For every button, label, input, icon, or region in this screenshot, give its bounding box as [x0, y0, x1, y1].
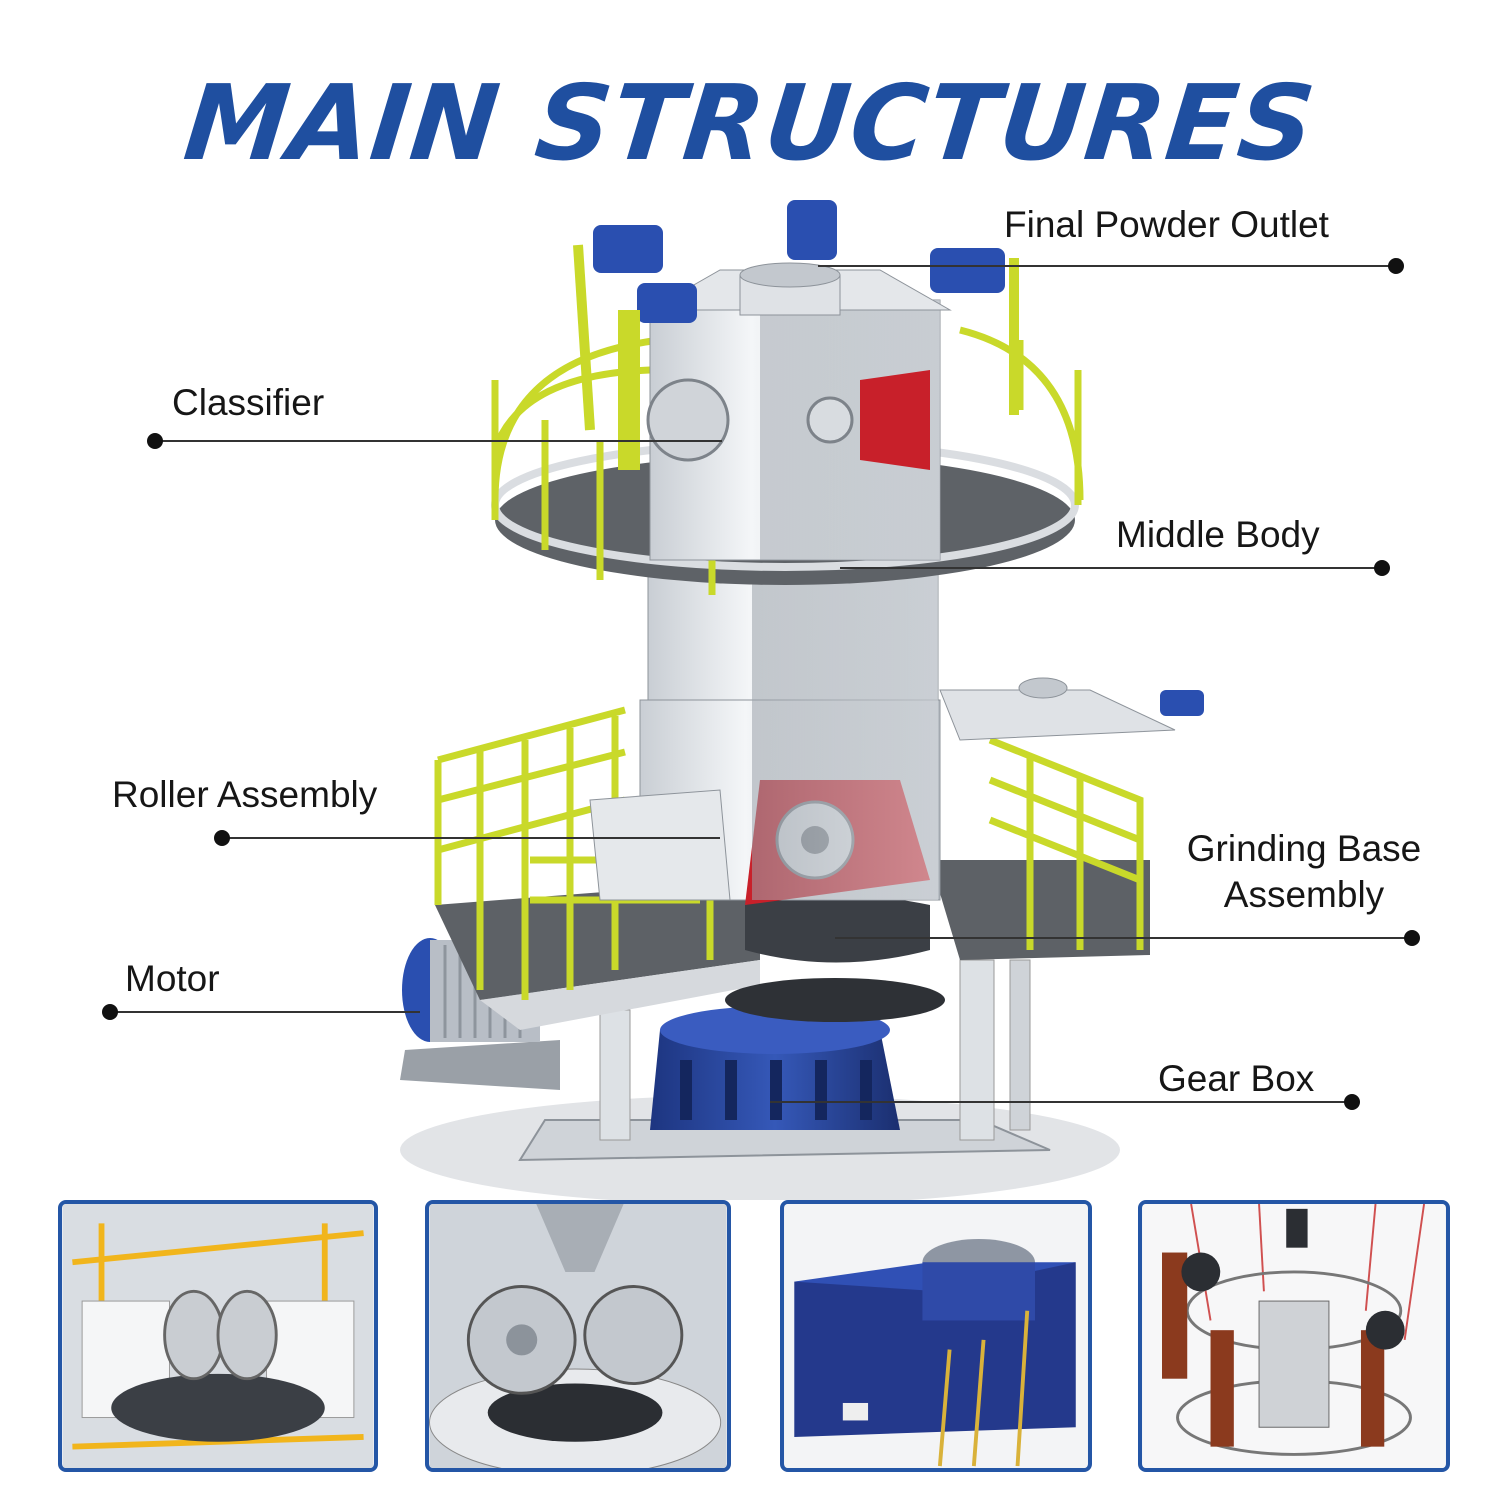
classifier-cage-icon: [1142, 1204, 1446, 1468]
gearbox-photo: [780, 1200, 1092, 1472]
label-final-powder-outlet: Final Powder Outlet: [1004, 204, 1329, 245]
classifier-motor-icon: [593, 200, 1005, 323]
callout-dot: [1404, 930, 1420, 946]
grinding-base-shape: [725, 895, 945, 1022]
label-classifier: Classifier: [172, 382, 325, 423]
motor-shape: [400, 938, 560, 1090]
label-roller-assembly: Roller Assembly: [112, 774, 378, 815]
roller-arm: [589, 789, 731, 901]
label-grinding-base-assembly: Grinding Base Assembly: [1168, 826, 1440, 919]
roller-platform-icon: [62, 1204, 374, 1468]
label-motor: Motor: [125, 958, 220, 999]
support-column: [1009, 959, 1031, 1131]
lower-platform: [434, 706, 1150, 1030]
label-grinding-base-line2: Assembly: [1223, 874, 1385, 916]
gear-box-shape: [650, 1006, 900, 1130]
label-gear-box: Gear Box: [1158, 1058, 1315, 1099]
label-middle-body: Middle Body: [1116, 514, 1320, 555]
feeder-shape: [939, 677, 1204, 741]
support-column: [599, 1009, 631, 1141]
gearbox-icon: [784, 1204, 1088, 1468]
classifier-cage-photo: [1138, 1200, 1450, 1472]
callout-dot: [1374, 560, 1390, 576]
callout-dot: [1388, 258, 1404, 274]
callout-dot: [214, 830, 230, 846]
callout-dot: [147, 433, 163, 449]
support-column: [959, 959, 995, 1141]
callout-dot: [102, 1004, 118, 1020]
grinding-roller-photo: [425, 1200, 731, 1472]
callout-dot: [1344, 1094, 1360, 1110]
vertical-mill-illustration: [102, 200, 1420, 1200]
final-powder-outlet-shape: [648, 262, 952, 316]
classifier-shape: [646, 299, 941, 561]
label-grinding-base-line1: Grinding Base: [1186, 828, 1422, 869]
grinding-roller-icon: [429, 1204, 727, 1468]
roller-platform-photo: [58, 1200, 378, 1472]
